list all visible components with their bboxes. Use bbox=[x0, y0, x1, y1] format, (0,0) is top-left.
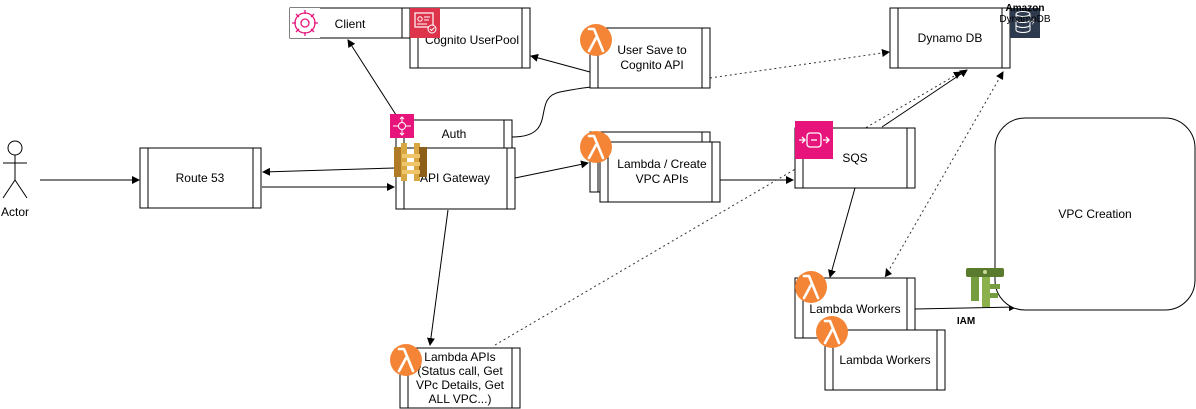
lambda-create-label-2: VPC APIs bbox=[636, 172, 689, 186]
auth-label: Auth bbox=[442, 127, 467, 141]
actor-label: Actor bbox=[1, 205, 29, 219]
user-save-label-2: Cognito API bbox=[620, 58, 683, 72]
lambda-icon bbox=[816, 316, 848, 348]
edge-auth-usersave bbox=[511, 80, 619, 138]
lambda-create-box: Lambda / Create VPC APIs bbox=[599, 141, 721, 203]
lambda-workers-label-1: Lambda Workers bbox=[809, 302, 900, 316]
dynamodb-icon-label-2: DynamoDB bbox=[999, 14, 1050, 25]
iam-icon bbox=[966, 268, 1004, 307]
edge-apigw-lambdacreate bbox=[514, 160, 589, 179]
lambda-apis-label-4: ALL VPC...) bbox=[429, 392, 492, 406]
route53-label: Route 53 bbox=[176, 171, 225, 185]
dynamo-box: Dynamo DB bbox=[889, 7, 1011, 69]
lambda-apis-box: Lambda APIs (Status call, Get VPc Detail… bbox=[399, 347, 521, 409]
sqs-icon bbox=[795, 121, 833, 159]
edge-usersave-cognito bbox=[530, 53, 591, 73]
api-gateway-label: API Gateway bbox=[420, 171, 490, 185]
client-label: Client bbox=[335, 17, 366, 31]
client-icon bbox=[290, 8, 320, 38]
edge-sqs-dynamo bbox=[881, 69, 968, 128]
edge-auth-client bbox=[347, 39, 399, 119]
vpc-creation-label: VPC Creation bbox=[1058, 207, 1131, 221]
edge-lambdaapis-dynamo bbox=[494, 71, 962, 346]
dynamodb-icon bbox=[1010, 8, 1040, 38]
edge-usersave-dynamo bbox=[709, 49, 890, 79]
cognito-label: Cognito UserPool bbox=[425, 33, 519, 47]
lambda-apis-label-1: Lambda APIs bbox=[424, 350, 495, 364]
edge-sqs-workers bbox=[828, 187, 856, 278]
lambda-icon bbox=[795, 271, 827, 303]
lambda-icon bbox=[390, 344, 422, 376]
dynamo-label: Dynamo DB bbox=[918, 31, 983, 45]
vpc-creation-box: VPC Creation bbox=[994, 117, 1196, 311]
iam-label: IAM bbox=[957, 316, 975, 327]
lambda-create-label-1: Lambda / Create bbox=[617, 157, 707, 171]
lambda-apis-label-3: VPc Details, Get bbox=[416, 378, 505, 392]
route53-box: Route 53 bbox=[139, 147, 262, 209]
auth-icon bbox=[390, 114, 414, 138]
lambda-apis-label-2: (Status call, Get bbox=[417, 364, 503, 378]
lambda-icon bbox=[580, 24, 612, 56]
edge-apigw-route53 bbox=[262, 167, 396, 176]
edge-apigw-lambdaapis bbox=[426, 209, 449, 346]
lambda-workers-box-1: Lambda Workers bbox=[794, 277, 916, 339]
lambda-icon bbox=[580, 131, 612, 163]
edge-workers-dynamo-head2 bbox=[885, 268, 892, 277]
sqs-label: SQS bbox=[842, 151, 867, 165]
api-gateway-icon bbox=[394, 143, 427, 181]
lambda-workers-label-2: Lambda Workers bbox=[839, 353, 930, 367]
actor-icon bbox=[2, 140, 28, 199]
edges bbox=[40, 39, 1017, 346]
actor: Actor bbox=[1, 140, 29, 219]
edge-workers-vpc bbox=[914, 303, 1017, 312]
dynamodb-icon-label-1: Amazon bbox=[1006, 3, 1045, 14]
cognito-icon bbox=[410, 8, 440, 38]
user-save-label-1: User Save to bbox=[617, 43, 687, 57]
